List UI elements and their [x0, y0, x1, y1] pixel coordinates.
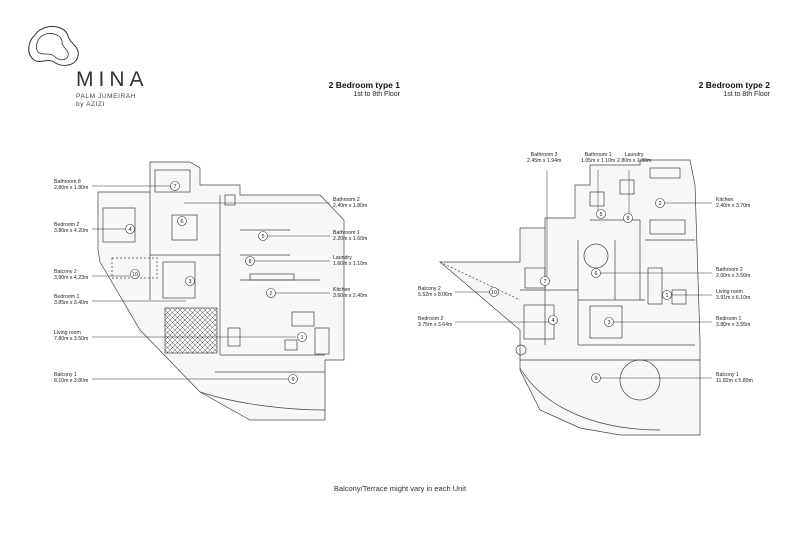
marker-10-label: 10 [132, 272, 138, 278]
marker2-4-label: 4 [551, 318, 554, 324]
marker2-3-label: 3 [607, 320, 610, 326]
brand-subtitle: PALM JUMEIRAH by AZIZI [76, 93, 136, 109]
marker-8-label: 8 [248, 259, 251, 265]
marker2-2 [655, 198, 665, 208]
marker-2 [266, 288, 276, 298]
marker2-1-label: 1 [665, 293, 668, 299]
marker2-5-label: 5 [599, 212, 602, 218]
marker-1-label: 1 [300, 335, 303, 341]
marker-9 [288, 374, 298, 384]
marker2-4 [548, 315, 558, 325]
marker-2-label: 2 [269, 291, 272, 297]
plan2-floors: 1st to 8th Floor [723, 91, 770, 98]
marker-10 [130, 269, 140, 279]
marker2-10-label: 10 [491, 290, 497, 296]
marker-3 [185, 276, 195, 286]
marker2-3 [604, 317, 614, 327]
marker-9-label: 9 [291, 377, 294, 383]
marker2-9-label: 9 [594, 376, 597, 382]
mina-logo-icon [28, 25, 79, 66]
marker2-8-label: 8 [626, 216, 629, 222]
marker-7-label: 7 [173, 184, 176, 190]
marker-5-label: 5 [261, 234, 264, 240]
marker-6-label: 6 [180, 219, 183, 225]
plan1-floors: 1st to 8th Floor [353, 91, 400, 98]
marker-1 [297, 332, 307, 342]
marker-8 [245, 256, 255, 266]
marker2-5 [596, 209, 606, 219]
marker2-1 [662, 290, 672, 300]
marker2-9 [591, 373, 601, 383]
marker2-7-label: 7 [543, 279, 546, 285]
balcony-disclaimer: Balcony/Terrace might vary in each Unit [333, 484, 467, 493]
marker2-8 [623, 213, 633, 223]
brand-developer: by AZIZI [76, 101, 106, 108]
marker-3-label: 3 [188, 279, 191, 285]
marker2-6 [591, 268, 601, 278]
marker2-10 [489, 287, 499, 297]
marker-7 [170, 181, 180, 191]
marker-6 [177, 216, 187, 226]
marker-4 [125, 224, 135, 234]
marker-5 [258, 231, 268, 241]
plan1-title: 2 Bedroom type 1 [328, 80, 400, 90]
marker-4-label: 4 [128, 227, 131, 233]
brand-location: PALM JUMEIRAH [76, 93, 137, 100]
marker2-2-label: 2 [658, 201, 661, 207]
plan2-title: 2 Bedroom type 2 [698, 80, 770, 90]
brand-name: MINA [76, 68, 149, 91]
marker2-6-label: 6 [594, 271, 597, 277]
marker2-7 [540, 276, 550, 286]
